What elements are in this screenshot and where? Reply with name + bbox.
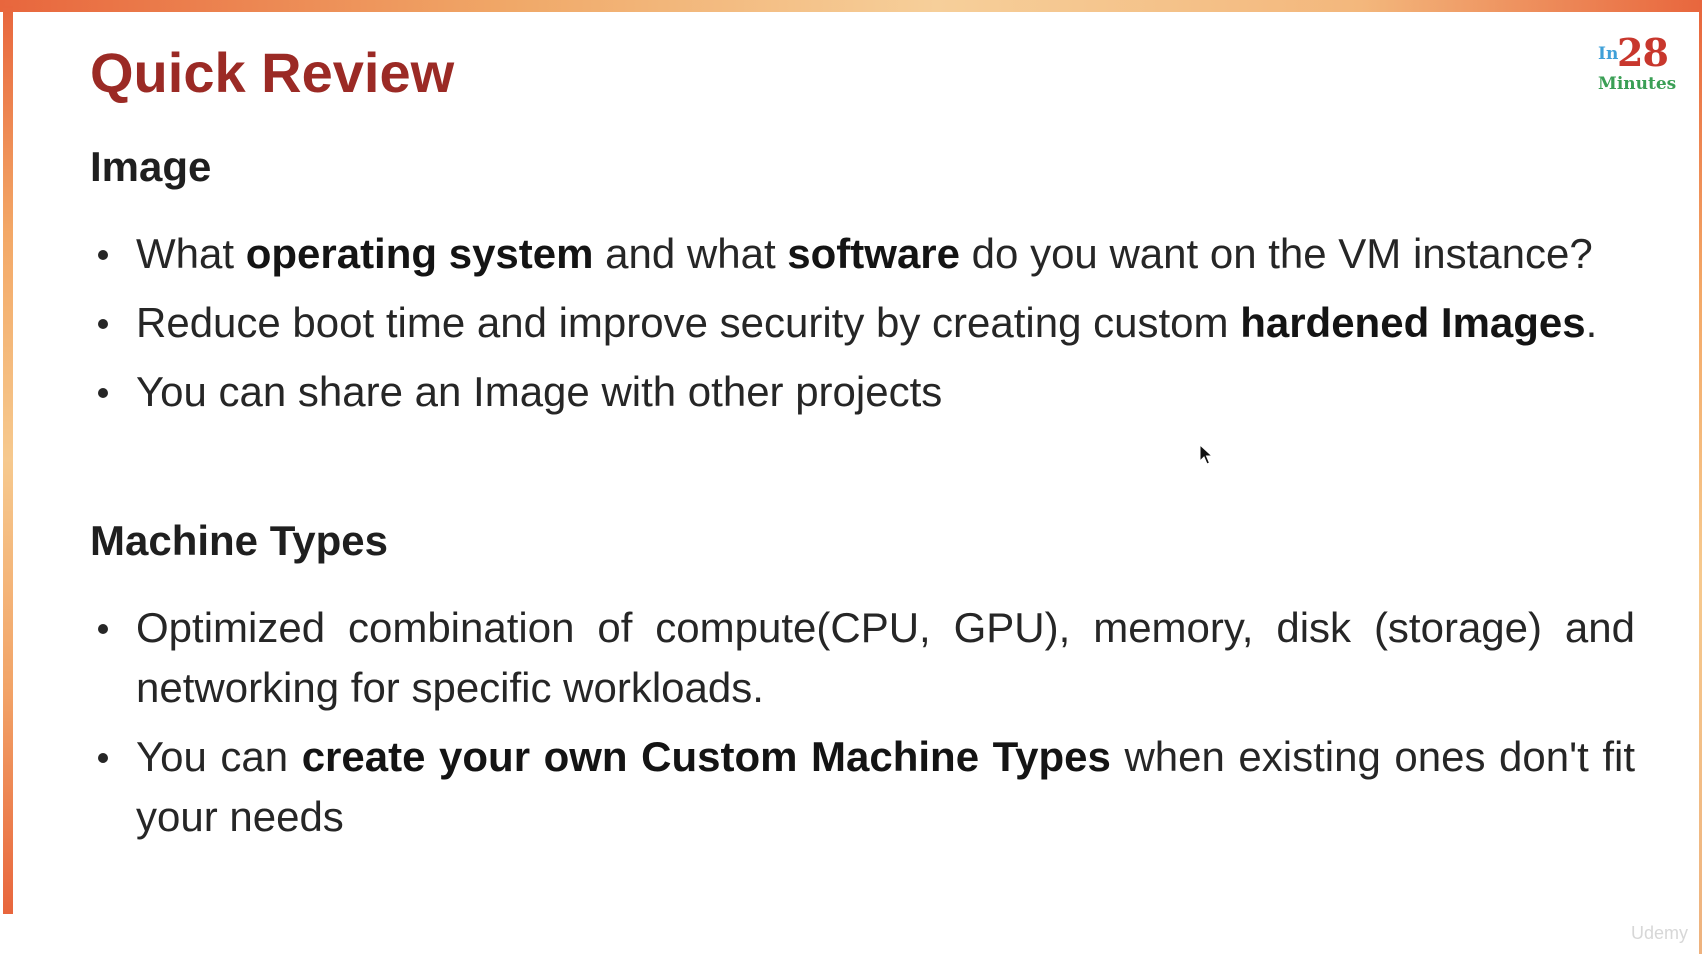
bold-text: operating system [245,230,594,277]
logo-prefix: In [1598,44,1619,64]
mouse-pointer-icon [1199,444,1213,465]
text-run: What [136,230,246,277]
left-border-decoration [3,6,13,914]
text-run: Optimized combination of compute(CPU, GP… [136,604,1635,711]
bullet-item: You can create your own Custom Machine T… [90,727,1635,847]
text-run: You can share an Image with other projec… [136,368,943,415]
bullet-item: Optimized combination of compute(CPU, GP… [90,598,1635,718]
section-heading-image: Image [90,143,212,190]
image-bullet-list: What operating system and what software … [90,224,1635,431]
section-heading-machine-types: Machine Types [90,517,388,564]
logo-number: 28 [1617,30,1669,75]
top-border-decoration [0,0,1702,12]
bullet-item: Reduce boot time and improve security by… [90,293,1635,353]
slide-title: Quick Review [90,41,455,104]
bold-text: software [787,230,961,277]
text-run: Reduce boot time and improve security by… [136,299,1241,346]
bold-text: create your own Custom Machine Types [301,733,1111,780]
logo-suffix: Minutes [1598,74,1677,94]
text-run: . [1585,299,1598,346]
text-run: when existing ones don't fit your needs [136,733,1635,840]
text-run: You can [136,733,302,780]
bold-text: hardened Images [1240,299,1586,346]
udemy-watermark: Udemy [1630,923,1688,943]
text-run: do you want on the VM instance? [960,230,1593,277]
machine-types-bullet-list: Optimized combination of compute(CPU, GP… [90,598,1635,856]
right-border-decoration [1699,6,1702,954]
text-run: and what [593,230,788,277]
bullet-item: You can share an Image with other projec… [90,362,1635,422]
bullet-item: What operating system and what software … [90,224,1635,284]
in28minutes-logo: In 28 Minutes [1594,30,1684,100]
